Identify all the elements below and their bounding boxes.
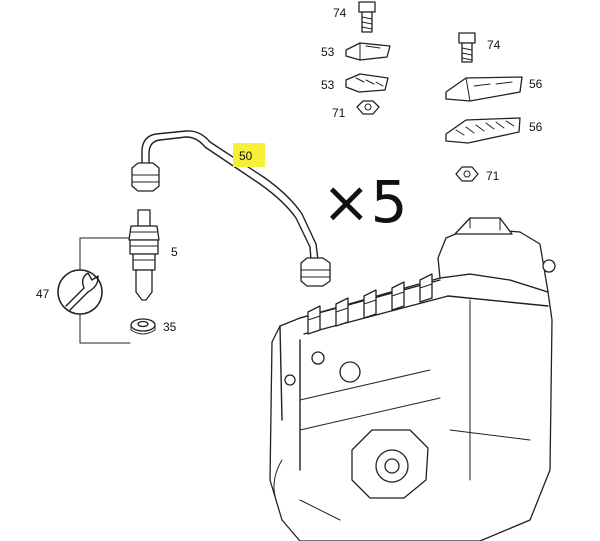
washer-35 [130,318,156,335]
nut-71-upper [356,100,380,115]
clamp-bar-56-lower [445,117,521,144]
clamp-piece-53-lower [345,73,389,93]
fuel-injection-line [131,130,331,287]
label-74-right: 74 [487,38,501,52]
clamp-piece-53-upper [345,42,391,61]
label-35: 35 [163,320,177,334]
label-56-lower: 56 [529,120,543,134]
nut-71-right [455,166,479,182]
label-71-upper: 71 [332,106,346,120]
injection-pump [269,217,556,541]
bolt-74-top [358,1,376,33]
wrench-icon [57,269,103,315]
label-74-top: 74 [333,6,347,20]
label-71-right: 71 [486,169,500,183]
injector-nozzle [128,209,160,301]
label-56-upper: 56 [529,77,543,91]
clamp-bar-56-upper [445,76,523,102]
bolt-74-right [458,32,476,63]
label-50: 50 [239,149,253,163]
label-50-highlight [233,143,265,167]
label-53-lower: 53 [321,78,335,92]
handwritten-multiplier: ×5 [322,168,408,236]
label-5: 5 [171,245,178,259]
label-47: 47 [36,287,50,301]
label-53-upper: 53 [321,45,335,59]
